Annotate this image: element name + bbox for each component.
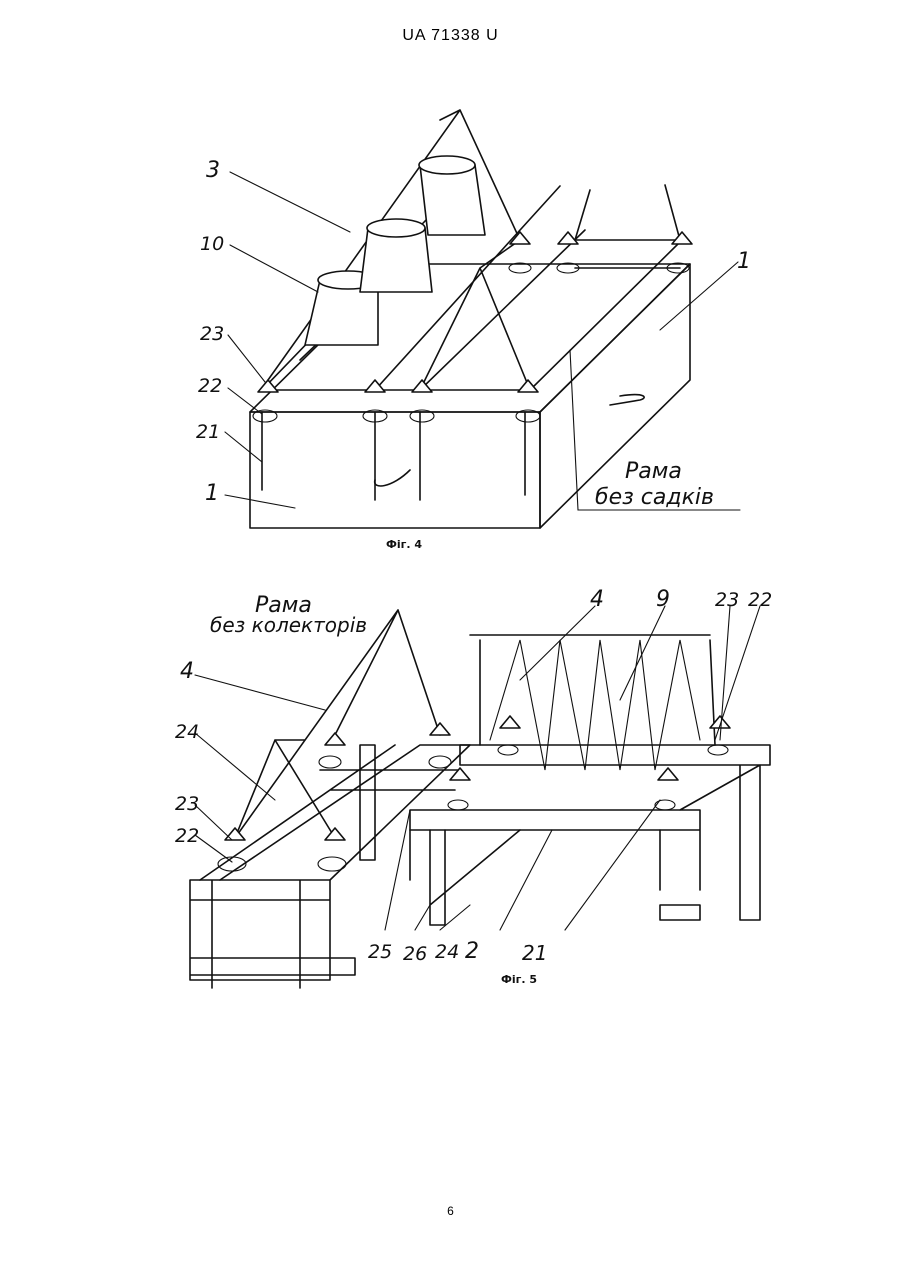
bucket-2-rim xyxy=(367,219,425,237)
figure-5: Рама без колекторів 4 24 23 22 4 9 23 22… xyxy=(0,580,901,1000)
label-1-right: 1 xyxy=(737,249,751,274)
figure-5-caption: Фіг. 5 xyxy=(501,973,537,986)
fig5-label-23-right: 23 xyxy=(715,589,739,611)
fig5-label-9: 9 xyxy=(656,587,670,612)
fig5-label-21: 21 xyxy=(522,941,547,965)
annotation-line-1: Рама xyxy=(625,459,682,484)
label-23: 23 xyxy=(200,323,224,345)
fig5-label-25: 25 xyxy=(368,941,392,963)
collector-zigzag xyxy=(490,640,700,770)
fig5-label-leaders xyxy=(195,606,760,930)
fig5-label-2: 2 xyxy=(465,939,479,964)
right-frame-rails xyxy=(410,745,770,920)
handle-front xyxy=(375,470,410,486)
right-frame-legs xyxy=(410,830,700,925)
document-header: UA 71338 U xyxy=(0,27,901,45)
fig5-annotation-line-2: без колекторів xyxy=(210,613,367,637)
fig5-label-23-left: 23 xyxy=(175,793,199,815)
fig5-label-22-right: 22 xyxy=(748,589,772,611)
fig5-label-24-left: 24 xyxy=(175,721,199,743)
handle-side xyxy=(610,395,644,405)
figure-5-drawing: Рама без колекторів 4 24 23 22 4 9 23 22… xyxy=(0,580,901,1000)
label-1-left: 1 xyxy=(205,481,219,506)
label-3: 3 xyxy=(206,158,220,183)
fig5-label-4-left: 4 xyxy=(180,659,194,684)
page-number: 6 xyxy=(0,1204,901,1218)
annotation-line-2: без садків xyxy=(595,485,714,510)
figure-4-caption: Фіг. 4 xyxy=(386,538,422,551)
fig5-label-24-bottom: 24 xyxy=(435,941,459,963)
left-stand xyxy=(190,880,355,988)
bucket-3 xyxy=(420,165,485,235)
label-21: 21 xyxy=(196,421,220,443)
fig5-label-22-left: 22 xyxy=(175,825,199,847)
box-front-face xyxy=(250,412,540,528)
bucket-3-rim xyxy=(419,156,475,174)
label-22: 22 xyxy=(198,375,222,397)
frame-posts xyxy=(262,412,525,500)
label-10: 10 xyxy=(200,233,224,255)
fig5-label-4-top: 4 xyxy=(590,587,604,612)
figure-4-drawing: 3 10 23 22 21 1 1 Рама без садків Фіг. 4 xyxy=(0,100,901,560)
fig5-label-26: 26 xyxy=(403,943,427,965)
figure-4: 3 10 23 22 21 1 1 Рама без садків Фіг. 4 xyxy=(0,100,901,560)
